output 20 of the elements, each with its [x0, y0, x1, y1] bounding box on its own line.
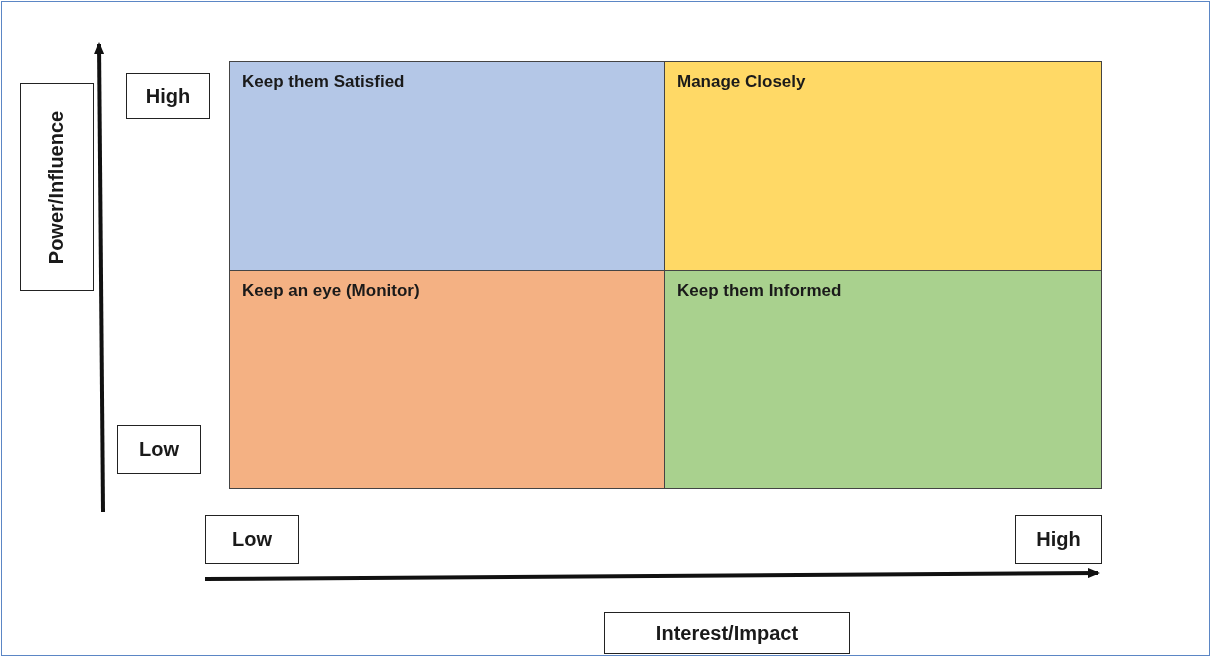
quadrant [664, 61, 1102, 271]
axis-label [117, 425, 201, 474]
quadrant [664, 270, 1102, 489]
axis-label [205, 515, 299, 564]
quadrant-title: Keep them Satisfied [242, 72, 405, 92]
axis-label-text: Low [232, 528, 272, 551]
axis-label [604, 612, 850, 654]
axis-label-text: Power/Influence [45, 110, 69, 264]
axis-label [1015, 515, 1102, 564]
axis-label-text: Low [139, 438, 179, 461]
axis-label-text: High [145, 84, 191, 108]
quadrant-title: Keep an eye (Monitor) [242, 281, 420, 301]
axis-label [20, 83, 94, 291]
axis-label-text: Interest/Impact [655, 621, 799, 645]
quadrant-title: Keep them Informed [677, 281, 842, 301]
axis-label [126, 73, 210, 119]
quadrant-title: Manage Closely [677, 72, 806, 92]
quadrant [229, 61, 665, 271]
axis-label-text: High [1036, 528, 1081, 551]
quadrant [229, 270, 665, 489]
